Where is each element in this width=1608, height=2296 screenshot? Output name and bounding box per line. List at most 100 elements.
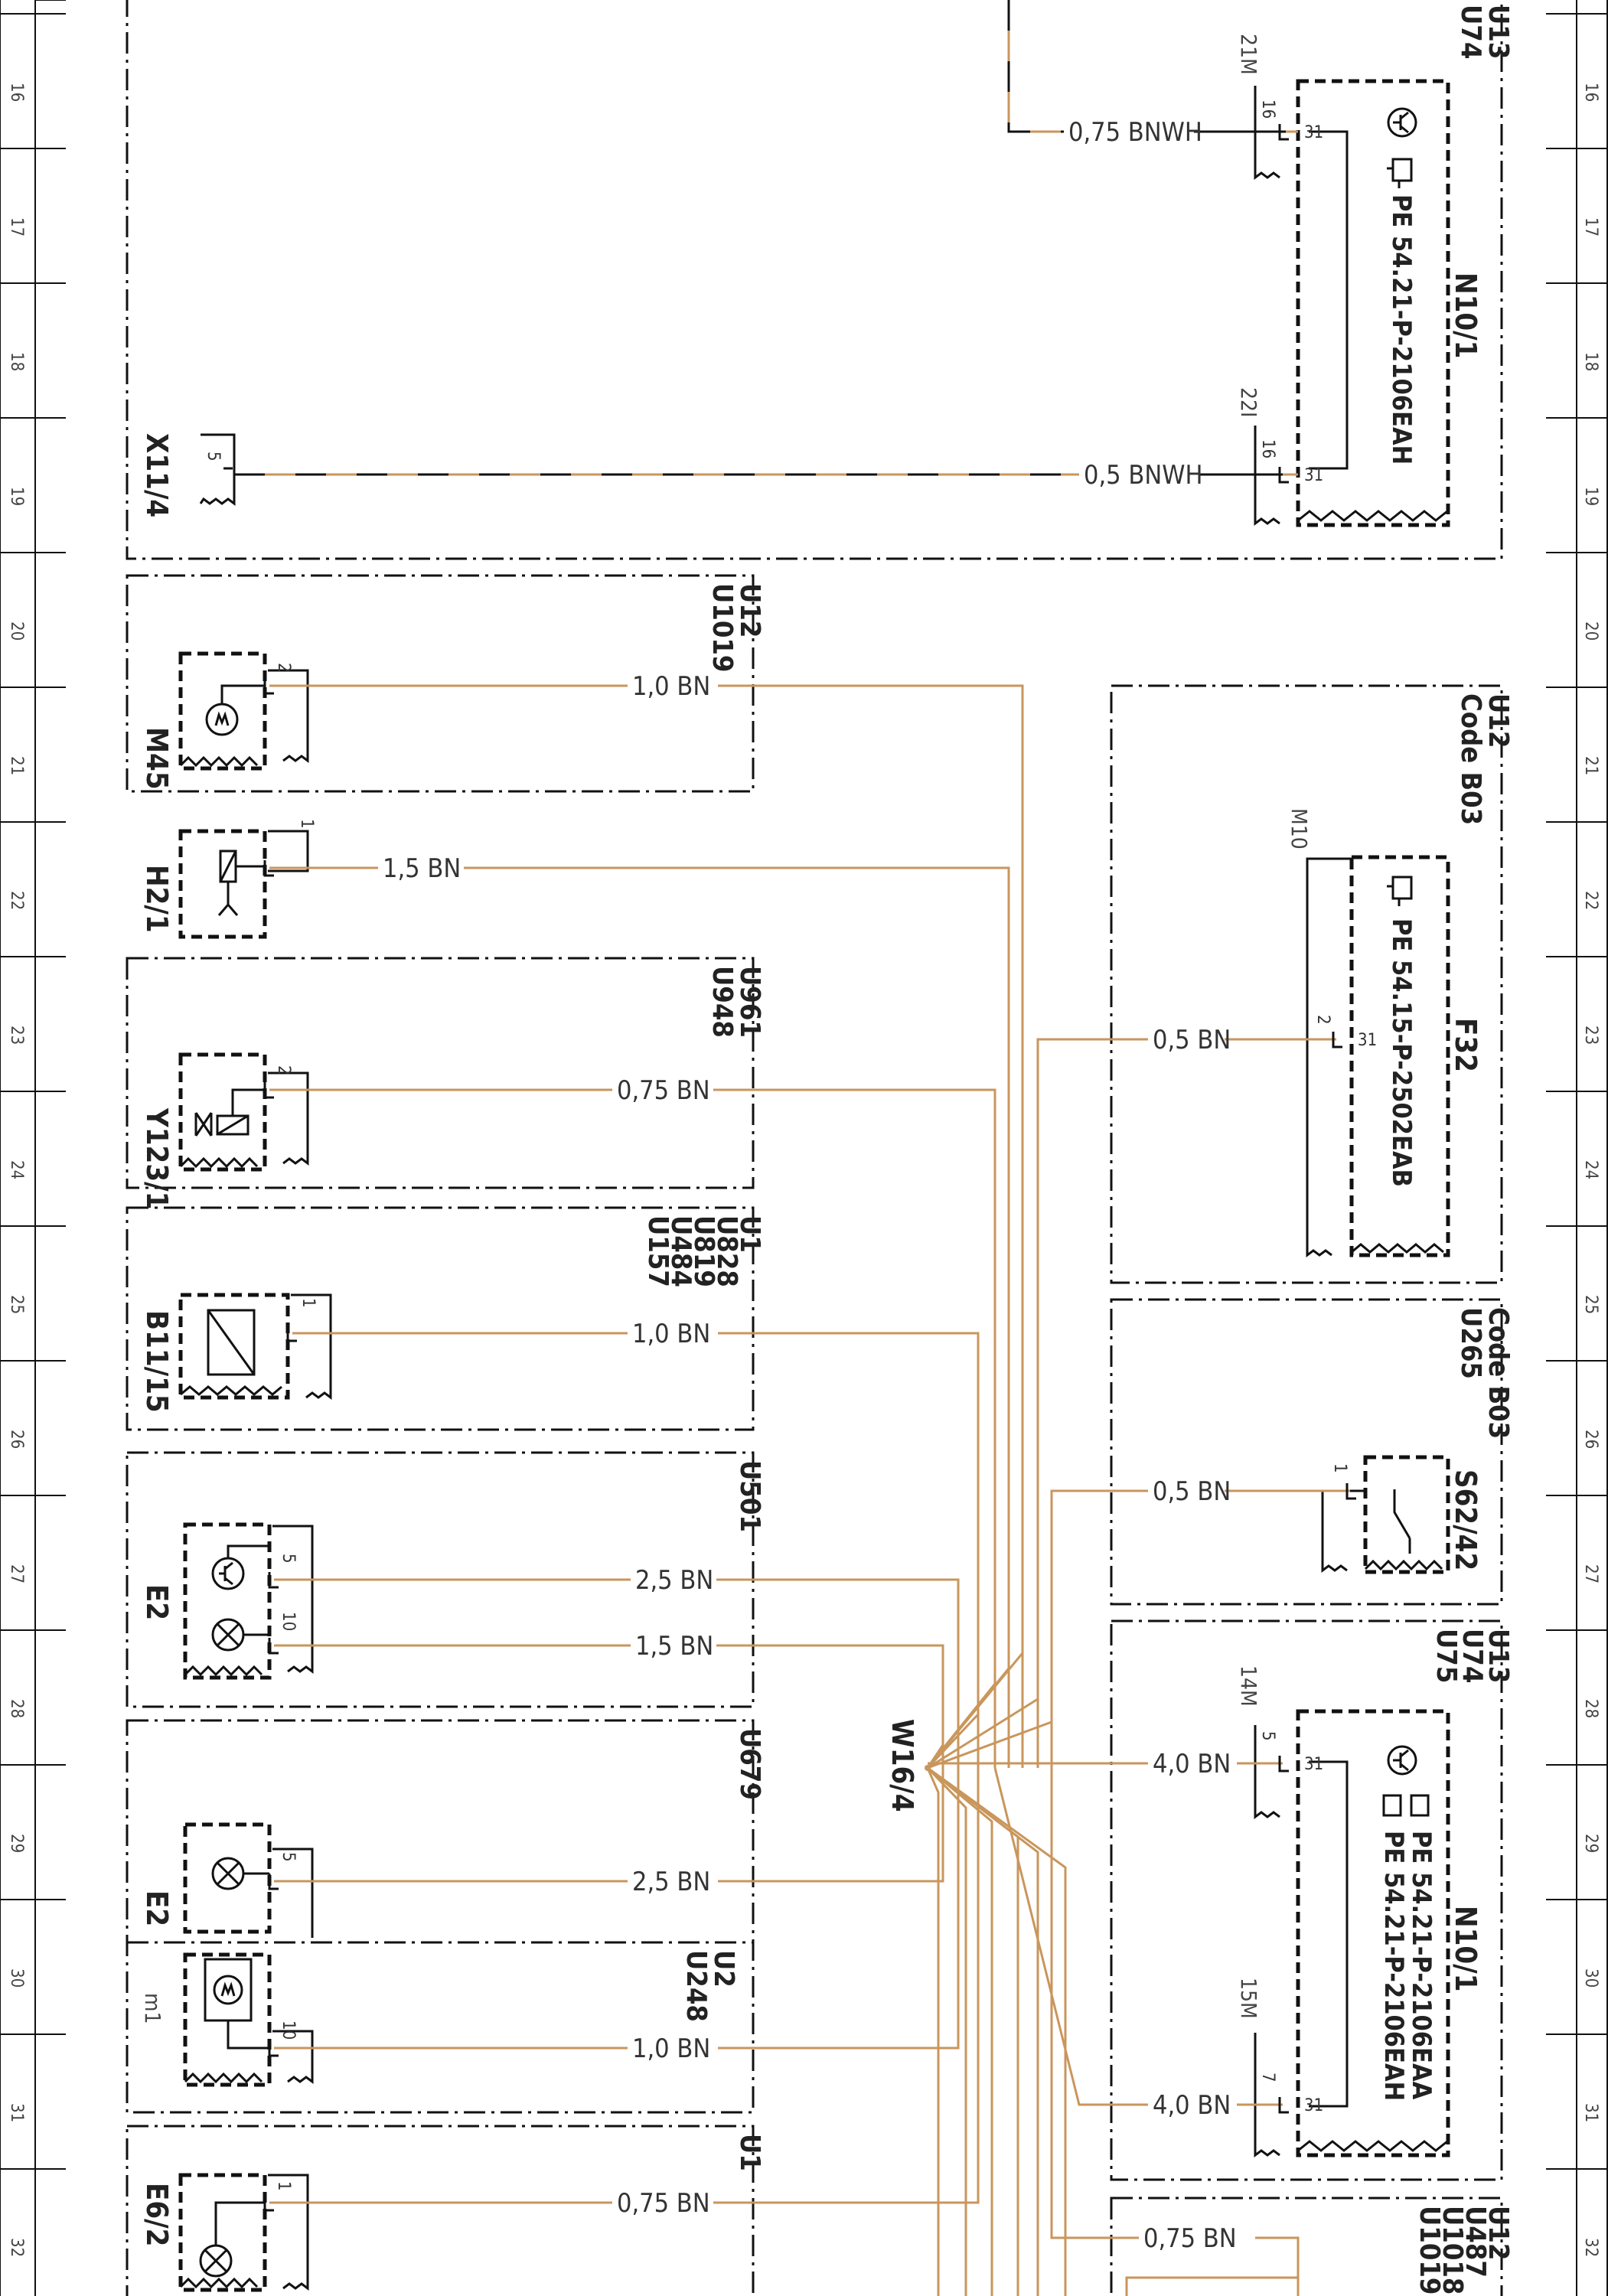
wire-f32-0-5-bn: 0,5 BN 2 31: [1036, 1015, 1377, 1768]
component-label: N10/1: [1449, 272, 1482, 358]
splice-point: [925, 1765, 931, 1771]
component-m1: m1: [140, 1952, 314, 2087]
grid-number-right: 22: [1581, 891, 1600, 910]
grid-left: [0, 0, 66, 2296]
grid-number-right: 21: [1581, 756, 1600, 775]
pressure-sensor-icon: [207, 1309, 256, 1376]
grid-number-left: 31: [7, 2103, 26, 2122]
pin-label: 5: [279, 1852, 298, 1862]
grid-number-right: 23: [1581, 1026, 1600, 1045]
component-label: E6/2: [140, 2183, 174, 2246]
wire-e6-2-0-75-bn: 0,75 BN 1: [263, 1768, 980, 2219]
wire-u12-0-75-bn: 0,75 BN: [1050, 1768, 1300, 2296]
grid-number-right: 26: [1581, 1430, 1600, 1449]
pin-label: 10: [279, 1612, 298, 1631]
wire-e2-2-5-bn: 2,5 BN 5: [268, 1554, 960, 1768]
component-y123-1: Y123/1: [140, 1052, 309, 1209]
switch-icon: [1393, 1489, 1411, 1554]
pin-label: 5: [279, 1554, 298, 1564]
variant-label-u12-u487: U12U487U1018U1019: [1414, 2206, 1514, 2294]
variant-box-u1-group: [126, 1206, 755, 1431]
variant-box-codeb03-u265: [1110, 1298, 1503, 1606]
pin-label: 1: [298, 1298, 318, 1308]
lamp-icon: [211, 1618, 245, 1652]
wire-e2-u679-2-5-bn: 2,5 BN 5: [268, 1768, 944, 1897]
pin-label: 2: [274, 663, 293, 673]
component-b11-15: B11/15: [140, 1293, 332, 1413]
component-label: F32: [1449, 1018, 1482, 1072]
wire-label: 1,5 BN: [635, 1631, 713, 1662]
grid-number-left: 27: [7, 1564, 26, 1583]
component-label: E2: [140, 1584, 174, 1620]
connector-22i: 22I: [1236, 387, 1280, 526]
pin-label: 31: [1304, 2096, 1323, 2115]
pin-label: 16: [1258, 99, 1277, 119]
wire-h2-1-1-5-bn: 1,5 BN 1: [263, 819, 1010, 1768]
grid-number-right: 17: [1581, 217, 1600, 236]
motor-icon: [205, 703, 239, 736]
pin-label: 31: [1304, 123, 1323, 142]
variant-label-u2-u248: U2U248: [680, 1950, 739, 2022]
connector-label: M10: [1287, 808, 1312, 850]
wire-s62-42-0-5-bn: 0,5 BN 1: [1050, 1463, 1356, 1768]
variant-box-u13-u74-u75: [1110, 1619, 1503, 2181]
pin-label: 1: [297, 819, 316, 829]
variant-label-u679: U679: [734, 1728, 765, 1800]
connector-label: 15M: [1236, 1978, 1261, 2019]
wire-label: 0,75 BN: [1143, 2223, 1237, 2254]
component-n10-1-top: PE 54.21-P-2106EAH N10/1: [1296, 79, 1482, 527]
grid-number-right: 18: [1581, 352, 1600, 371]
component-label: X11/4: [140, 433, 174, 517]
grid-number-left: 24: [7, 1160, 26, 1179]
hand-reference-icon: [1387, 876, 1413, 906]
component-e6-2: E6/2: [140, 2173, 309, 2292]
wire-label: 4,0 BN: [1153, 2090, 1231, 2121]
wire-label: 1,5 BN: [383, 853, 461, 884]
component-s62-42: S62/42: [1321, 1455, 1482, 1574]
variant-label-u12-codeb03: U12Code B03: [1455, 693, 1514, 825]
solenoid-valve-icon: [194, 1112, 250, 1137]
wire-label: 0,5 BNWH: [1084, 460, 1202, 491]
grid-number-left: 16: [7, 83, 26, 102]
component-e2-u679: E2: [140, 1822, 314, 1938]
lamp-icon: [211, 1857, 245, 1890]
variant-label-u501: U501: [734, 1460, 765, 1532]
grid-number-right: 20: [1581, 621, 1600, 641]
grid-number-left: 28: [7, 1699, 26, 1718]
wire-e2-1-5-bn: 1,5 BN 10: [268, 1612, 944, 1768]
pin-label: 2: [1313, 1015, 1332, 1025]
variant-box-u13-u74-top: [126, 0, 1503, 560]
pin-label: 31: [1358, 1031, 1377, 1050]
wire-label: 1,0 BN: [632, 2033, 710, 2064]
variant-label-u13-u74-top: U13U74: [1455, 5, 1514, 59]
pin-label: 5: [204, 452, 223, 461]
grid-number-right: 31: [1581, 2103, 1600, 2122]
connector-m10: M10: [1287, 808, 1352, 1257]
grid-number-left: 21: [7, 756, 26, 775]
component-x11-4: 5 X11/4: [140, 433, 236, 517]
wire-label: 1,0 BN: [632, 1319, 710, 1349]
wire-label: 2,5 BN: [632, 1867, 710, 1897]
connector-label: 22I: [1236, 387, 1261, 417]
variant-label-codeb03-u265: Code B03U265: [1455, 1307, 1514, 1439]
grid-number-left: 32: [7, 2238, 26, 2257]
variant-label-u961-u948: U961U948: [706, 966, 765, 1038]
wire-n10-1-4-0-bn-bottom: 4,0 BN 7 31: [993, 1767, 1323, 2121]
wire-label: 1,0 BN: [632, 671, 710, 702]
grid-number-left: 20: [7, 621, 26, 641]
wire-y123-1-0-75-bn: 0,75 BN 2: [263, 1065, 996, 1768]
component-n10-1-bottom: PE 54.21-P-2106EAA PE 54.21-P-2106EAH N1…: [1296, 1709, 1482, 2157]
connector-21m: 21M: [1236, 34, 1280, 180]
component-label: m1: [140, 1993, 165, 2024]
grid-number-left: 19: [7, 487, 26, 506]
component-label: B11/15: [140, 1310, 174, 1413]
hand-reference-icon: [1387, 158, 1413, 188]
wire-0-5-bnwh: 0,5 BNWH 16 31: [234, 439, 1323, 491]
pin-label: 10: [279, 2020, 298, 2040]
ref-label: PE 54.21-P-2106EAH: [1386, 194, 1417, 465]
component-m45: M45: [140, 651, 309, 790]
wire-label: 4,0 BN: [1153, 1749, 1231, 1779]
component-e2-u501: E2: [140, 1522, 314, 1680]
grid-number-left: 22: [7, 891, 26, 910]
